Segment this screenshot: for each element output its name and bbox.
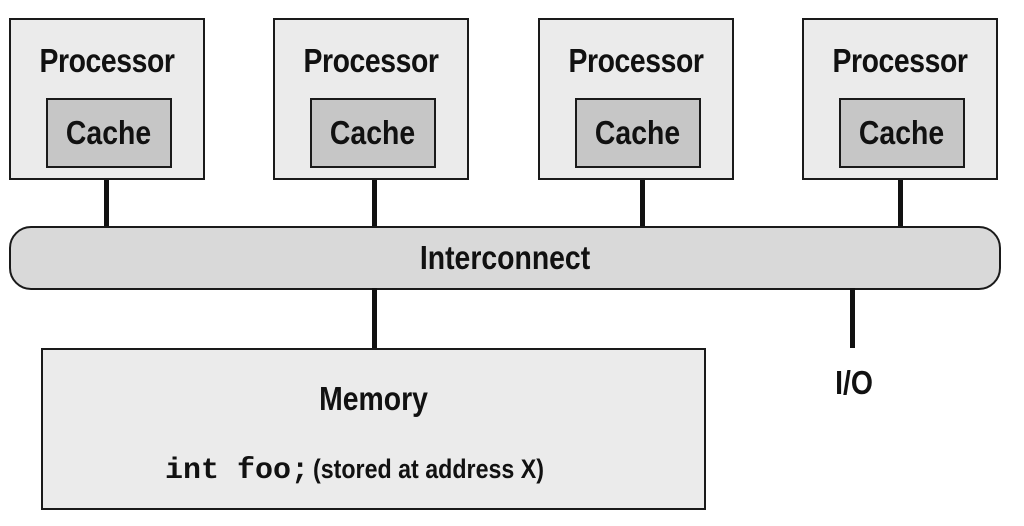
memory-label: Memory	[319, 380, 428, 417]
cache-label: Cache	[66, 114, 152, 151]
processor-box-4: Processor Cache	[802, 18, 998, 180]
cache-box: Cache	[46, 98, 172, 168]
cache-box: Cache	[575, 98, 701, 168]
connector-line-processor-3	[640, 180, 645, 228]
processor-label: Processor	[832, 42, 968, 79]
cache-box: Cache	[839, 98, 965, 168]
processor-label: Processor	[39, 42, 175, 79]
cache-box: Cache	[310, 98, 436, 168]
connector-line-processor-4	[898, 180, 903, 228]
processor-label: Processor	[303, 42, 439, 79]
io-label: I/O	[835, 364, 873, 401]
memory-note: (stored at address X)	[313, 454, 545, 484]
memory-box: Memory int foo; (stored at address X)	[41, 348, 706, 510]
cache-label: Cache	[330, 114, 416, 151]
interconnect-bus: Interconnect	[9, 226, 1001, 290]
processor-box-1: Processor Cache	[9, 18, 205, 180]
connector-line-processor-1	[104, 180, 109, 228]
connector-line-memory	[372, 288, 377, 350]
memory-code: int foo;	[164, 454, 309, 488]
connector-line-processor-2	[372, 180, 377, 228]
processor-box-3: Processor Cache	[538, 18, 734, 180]
cache-label: Cache	[859, 114, 945, 151]
connector-line-io	[850, 288, 855, 348]
memory-content: int foo; (stored at address X)	[43, 454, 704, 488]
processor-label: Processor	[568, 42, 704, 79]
cache-label: Cache	[595, 114, 681, 151]
interconnect-label: Interconnect	[419, 239, 591, 276]
processor-box-2: Processor Cache	[273, 18, 469, 180]
